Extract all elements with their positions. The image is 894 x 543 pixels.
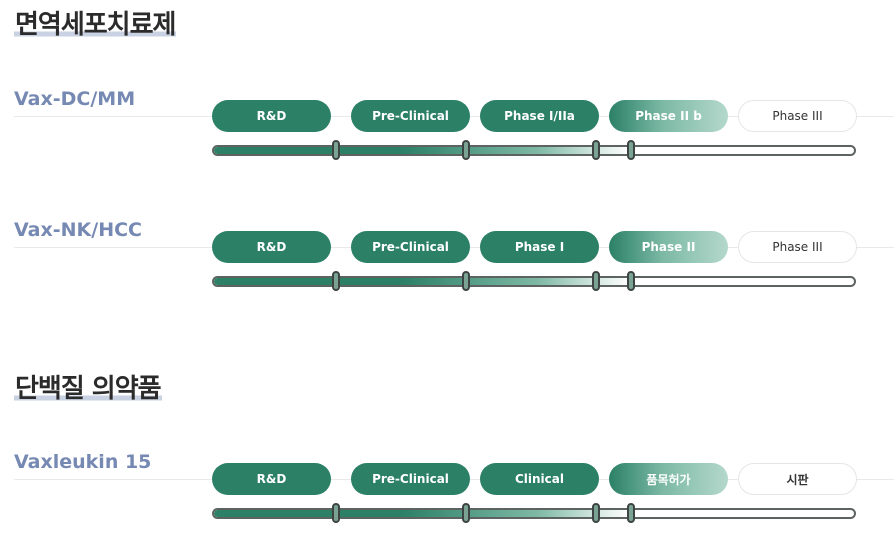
- progress-fill: [214, 278, 630, 285]
- pipeline-name: Vax-NK/HCC: [14, 219, 142, 241]
- stage-pill: Phase II: [609, 231, 728, 263]
- progress-track: [212, 508, 856, 519]
- progress-fill: [214, 510, 630, 517]
- pipeline-name: Vaxleukin 15: [14, 451, 152, 473]
- stage-pill: Clinical: [480, 463, 599, 495]
- pipeline-row: Vaxleukin 15 R&D Pre-Clinical Clinical 품…: [0, 451, 894, 543]
- stage-pill: Phase III: [738, 231, 857, 263]
- stage-marker: [592, 503, 600, 523]
- pipeline-name: Vax-DC/MM: [14, 88, 136, 110]
- stage-pill: 시판: [738, 463, 857, 495]
- stage-pill: Phase III: [738, 100, 857, 132]
- progress-track: [212, 145, 856, 156]
- stage-pill: 품목허가: [609, 463, 728, 495]
- stage-pill: R&D: [212, 231, 331, 263]
- stage-marker: [462, 503, 470, 523]
- stage-pill: R&D: [212, 100, 331, 132]
- stage-marker: [592, 271, 600, 291]
- pipeline-row: Vax-NK/HCC R&D Pre-Clinical Phase I Phas…: [0, 219, 894, 311]
- section-title-protein-drugs: 단백질 의약품: [14, 368, 162, 405]
- pipeline-row: Vax-DC/MM R&D Pre-Clinical Phase I/IIa P…: [0, 88, 894, 180]
- progress-track: [212, 276, 856, 287]
- progress-fill: [214, 147, 630, 154]
- stage-pill: R&D: [212, 463, 331, 495]
- stage-marker: [627, 140, 635, 160]
- stage-marker: [627, 271, 635, 291]
- stage-marker: [627, 503, 635, 523]
- stage-pill: Phase I: [480, 231, 599, 263]
- stage-pill: Pre-Clinical: [351, 231, 470, 263]
- stage-marker: [462, 271, 470, 291]
- section-title-immune-cell-therapy: 면역세포치료제: [14, 4, 176, 41]
- stage-marker: [332, 503, 340, 523]
- stage-marker: [592, 140, 600, 160]
- stage-marker: [462, 140, 470, 160]
- stage-pill: Phase II b: [609, 100, 728, 132]
- stage-marker: [332, 140, 340, 160]
- stage-marker: [332, 271, 340, 291]
- stage-pill: Pre-Clinical: [351, 100, 470, 132]
- stage-pill: Phase I/IIa: [480, 100, 599, 132]
- stage-pill: Pre-Clinical: [351, 463, 470, 495]
